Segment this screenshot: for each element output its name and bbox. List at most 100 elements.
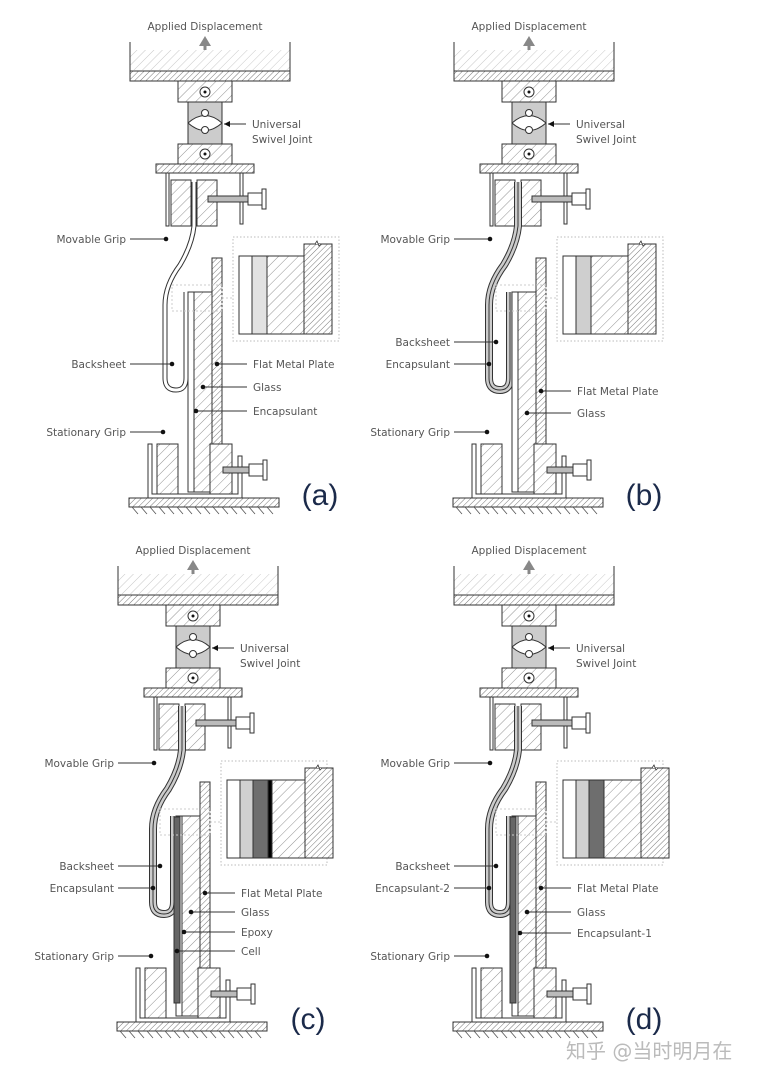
ground-hatch [146, 1030, 154, 1039]
ground-hatch [230, 506, 238, 515]
leader-dot [193, 408, 199, 414]
movable-grip-frame [165, 173, 170, 227]
inset-metal-layer [627, 243, 657, 335]
encapsulant-strip [511, 291, 519, 493]
ground-hatch [572, 506, 580, 515]
movable-grip-jaw [170, 179, 192, 227]
inset-glass-layer [603, 779, 642, 859]
ground-hatch [212, 506, 220, 515]
grip-bolt [195, 719, 237, 727]
inset-frame [232, 236, 340, 342]
inset-metal-layer [304, 767, 334, 859]
leader-dot [538, 885, 544, 891]
crosshead-top [454, 50, 614, 70]
leader-dot [157, 863, 163, 869]
movable-grip-jaw [196, 179, 218, 227]
ground-hatch [200, 1030, 208, 1039]
pin-center [191, 676, 195, 680]
ground-hatch [137, 1030, 145, 1039]
inset-layer [267, 779, 273, 859]
base-plate [116, 1021, 268, 1032]
left-label: Movable Grip [380, 758, 450, 770]
ground-hatch [518, 1030, 526, 1039]
applied-displacement-label: Applied Displacement [472, 545, 587, 557]
base-bolt-cap [250, 983, 256, 1005]
crosshead-top [118, 574, 278, 594]
ground-hatch [527, 506, 535, 515]
leader-dot [524, 909, 530, 915]
break-mark-icon [651, 764, 659, 771]
ground-hatch [266, 506, 274, 515]
right-label: Encapsulant [253, 406, 317, 418]
ground-hatch [155, 1030, 163, 1039]
ground-hatch [173, 1030, 181, 1039]
panel-tag: (d) [626, 1003, 663, 1036]
ground-hatch [536, 1030, 544, 1039]
ground-hatch [545, 1030, 553, 1039]
ground-hatch [455, 1030, 463, 1039]
swivel-pin-icon [525, 109, 533, 117]
base-bolt-head [248, 463, 264, 477]
grip-bolt [531, 195, 573, 203]
magnified-region [495, 808, 547, 836]
right-label: Flat Metal Plate [577, 386, 658, 398]
leader-dot [188, 909, 194, 915]
base-bolt-head [236, 987, 252, 1001]
ground-hatch [491, 506, 499, 515]
right-label: Glass [241, 907, 269, 919]
ground-hatch [563, 1030, 571, 1039]
movable-grip-jaw [520, 703, 542, 751]
cell-strip [509, 816, 517, 1004]
applied-displacement-label: Applied Displacement [136, 545, 251, 557]
ground-hatch [482, 506, 490, 515]
leader-dot [169, 361, 175, 367]
grip-bolt-head [247, 192, 263, 206]
grip-bolt [207, 195, 249, 203]
right-label: Flat Metal Plate [253, 359, 334, 371]
inset-layer [251, 255, 268, 335]
ground-hatch [257, 506, 265, 515]
cell-strip [173, 816, 181, 1004]
left-label: Encapsulant-2 [375, 883, 450, 895]
base-plate [452, 1021, 604, 1032]
grip-bolt-head [235, 716, 251, 730]
base-bolt-head [572, 987, 588, 1001]
ground-hatch [545, 506, 553, 515]
pin-center [527, 90, 531, 94]
ground-hatch [455, 506, 463, 515]
ground-hatch [185, 506, 193, 515]
break-mark-icon [638, 240, 646, 247]
left-label: Movable Grip [380, 234, 450, 246]
joint-arrowhead-icon [212, 645, 218, 651]
arrowhead-icon [523, 560, 535, 570]
crosshead-top [130, 50, 290, 70]
grip-head-plate [155, 163, 255, 174]
crosshead-plate [453, 70, 615, 82]
crosshead-top [454, 574, 614, 594]
leader-dot [163, 236, 169, 242]
leader-dot [493, 339, 499, 345]
ground-hatch [554, 1030, 562, 1039]
arrowhead-icon [187, 560, 199, 570]
movable-grip-jaw [520, 179, 542, 227]
joint-label-line2: Swivel Joint [252, 134, 312, 146]
left-label: Encapsulant [50, 883, 114, 895]
movable-grip-frame [153, 697, 158, 751]
ground-hatch [149, 506, 157, 515]
ground-hatch [239, 506, 247, 515]
right-label: Glass [253, 382, 281, 394]
base-bolt [210, 990, 238, 998]
right-label: Flat Metal Plate [241, 888, 322, 900]
base-bolt-cap [586, 983, 592, 1005]
ground-hatch [194, 506, 202, 515]
ground-hatch [500, 1030, 508, 1039]
pin-center [191, 614, 195, 618]
grip-head-plate [479, 163, 579, 174]
magnified-region [495, 284, 547, 312]
leader-dot [151, 760, 157, 766]
joint-arrowhead-icon [548, 121, 554, 127]
right-label: Epoxy [241, 927, 273, 939]
leader-dot [202, 890, 208, 896]
leader-dot [181, 929, 187, 935]
right-label: Glass [577, 907, 605, 919]
